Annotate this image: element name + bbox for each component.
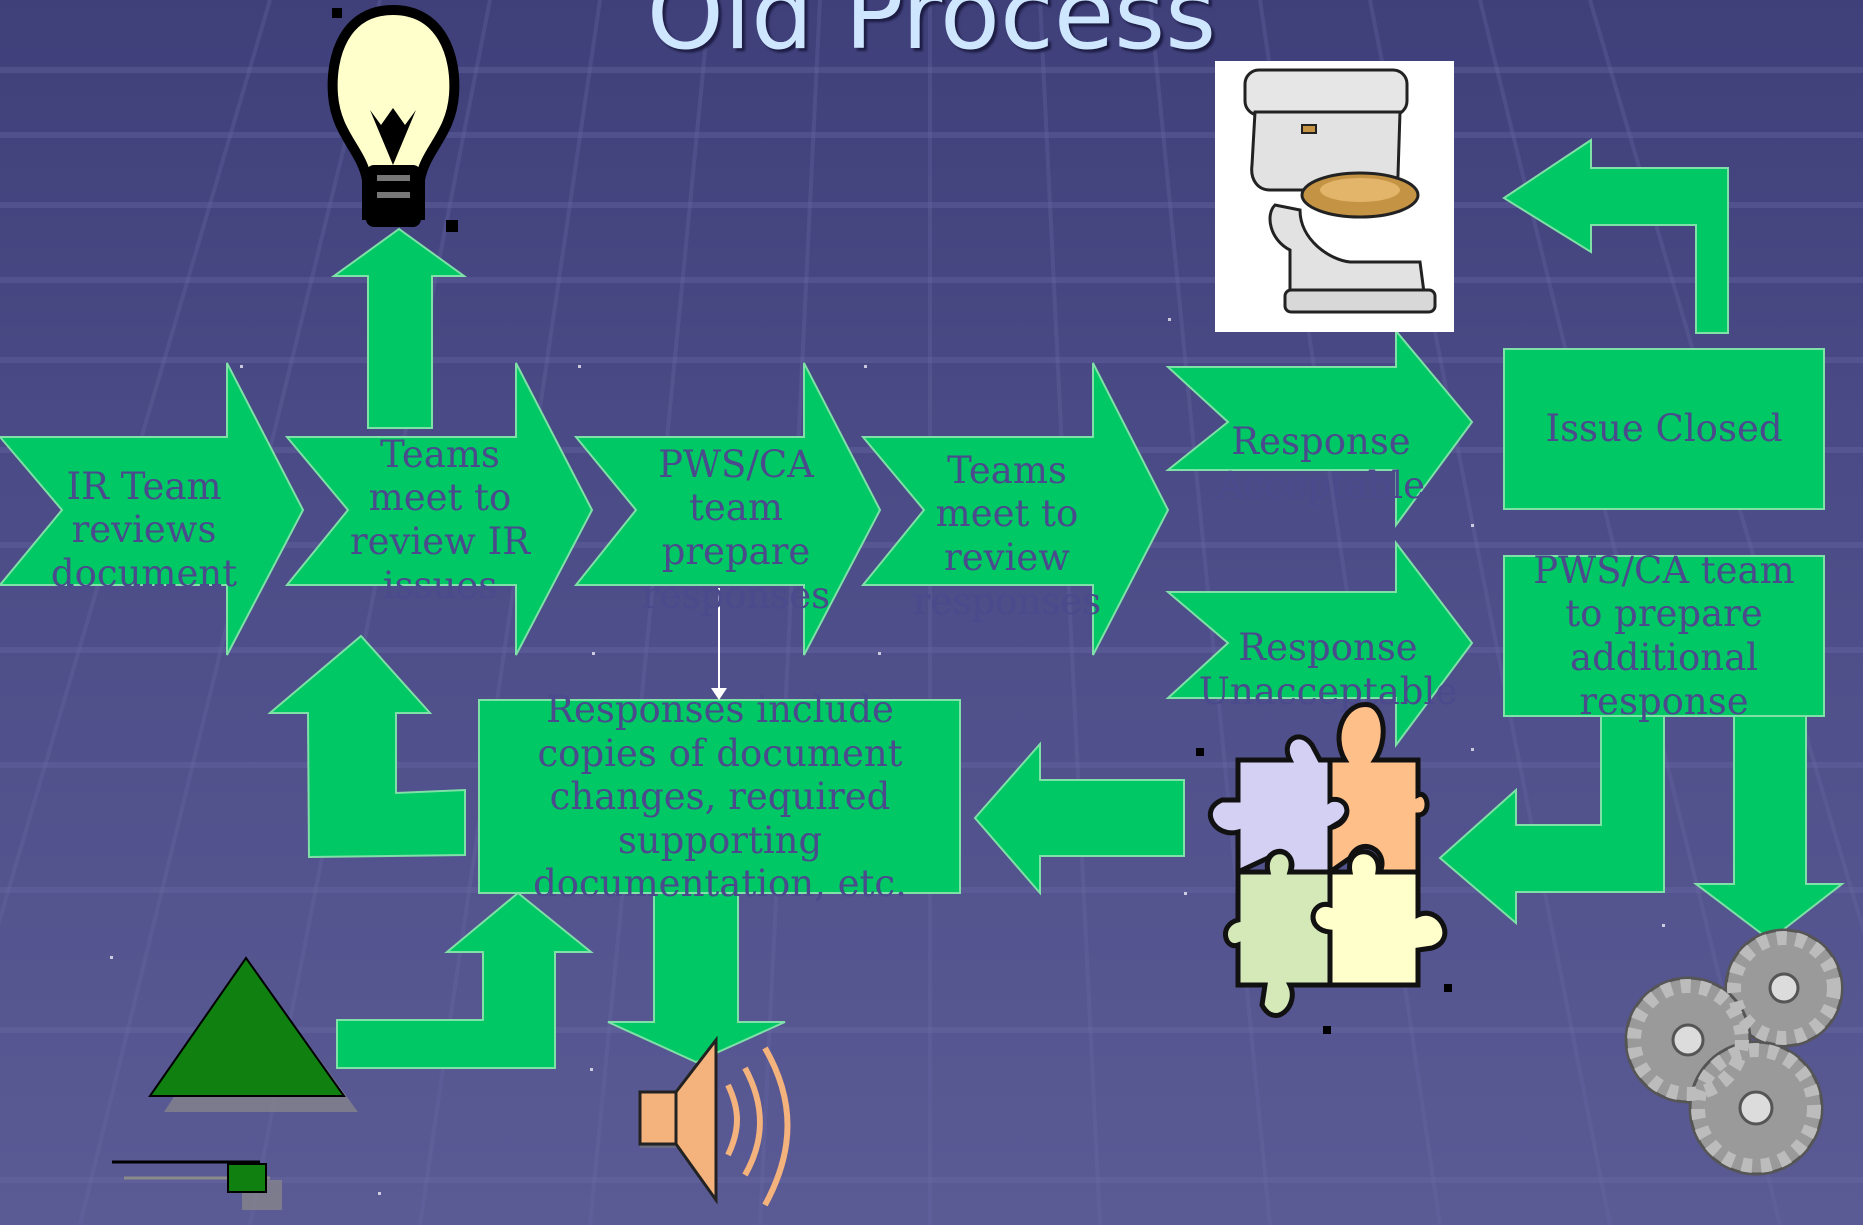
speaker-icon [640, 1040, 788, 1205]
puzzle-icon [1196, 705, 1452, 1034]
bell-icon [112, 958, 358, 1210]
gears-icon [1626, 930, 1842, 1174]
toilet-icon [1215, 61, 1454, 332]
lightbulb-icon [332, 8, 458, 232]
